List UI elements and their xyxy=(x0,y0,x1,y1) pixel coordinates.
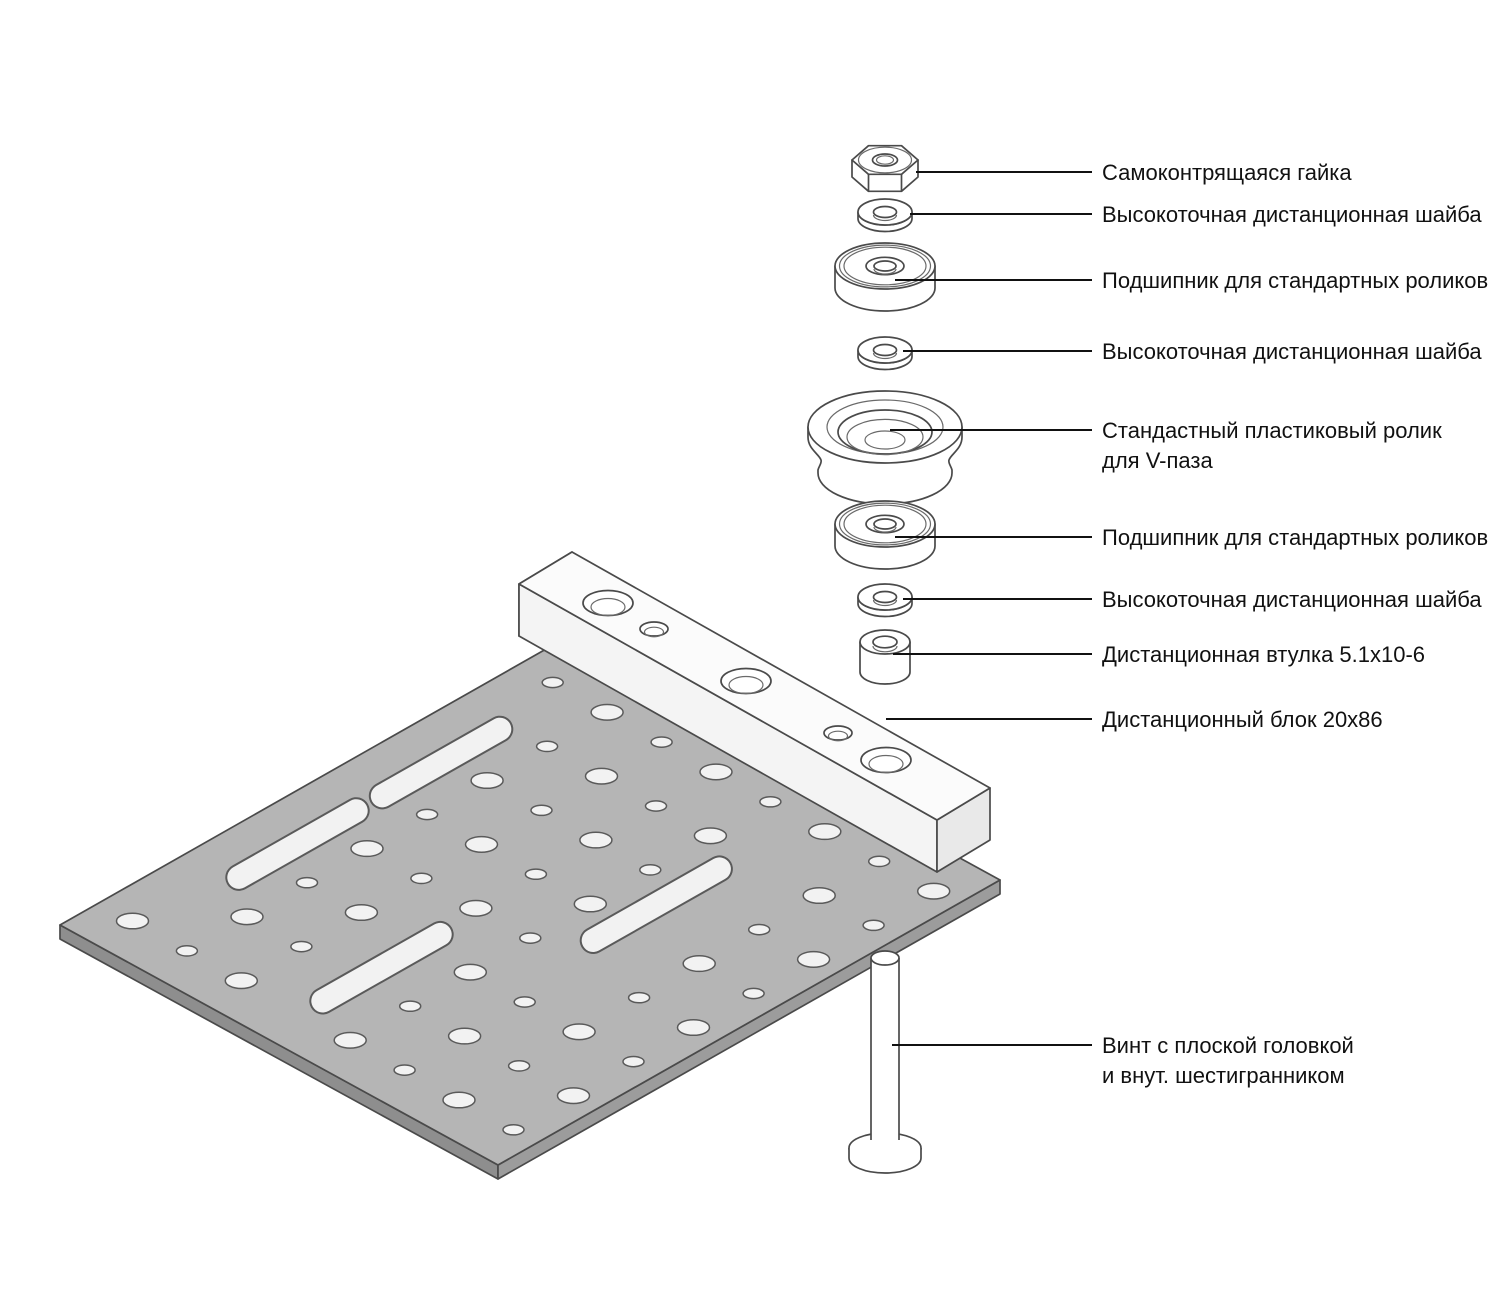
bearing-2 xyxy=(834,500,936,570)
label-v-slot-roller-line2: для V-паза xyxy=(1102,448,1213,473)
screw-shaft-top xyxy=(870,950,900,966)
label-spacer-washer-3: Высокоточная дистанционная шайба xyxy=(1102,587,1482,612)
leader-lines xyxy=(886,171,1092,1046)
label-flat-head-screw-line1: Винт с плоской головкой xyxy=(1102,1033,1354,1058)
label-bearing-1: Подшипник для стандартных роликов xyxy=(1102,268,1488,293)
label-spacer-washer-2: Высокоточная дистанционная шайба xyxy=(1102,339,1482,364)
label-flat-head-screw-line2: и внут. шестигранником xyxy=(1102,1063,1345,1088)
spacer-bushing xyxy=(859,629,911,685)
spacer-block xyxy=(518,551,991,873)
v-slot-roller xyxy=(807,390,963,505)
label-lock-nut: Самоконтрящаяся гайка xyxy=(1102,160,1352,185)
label-spacer-bushing: Дистанционная втулка 5.1x10-6 xyxy=(1102,642,1425,667)
base-plate-holes xyxy=(115,676,951,1136)
label-spacer-block: Дистанционный блок 20x86 xyxy=(1102,707,1383,732)
spacer-washer-3 xyxy=(857,583,913,618)
label-v-slot-roller-line1: Стандастный пластиковый ролик xyxy=(1102,418,1442,443)
spacer-block-holes xyxy=(582,589,912,774)
screw-shaft-fill xyxy=(871,958,899,1144)
screw-head-side xyxy=(848,1148,922,1174)
spacer-washer-1 xyxy=(857,198,913,233)
part-labels: Самоконтрящаяся гайка Высокоточная диста… xyxy=(1102,160,1488,1088)
flat-head-screw xyxy=(848,950,922,1174)
label-bearing-2: Подшипник для стандартных роликов xyxy=(1102,525,1488,550)
lock-nut xyxy=(851,144,919,193)
bearing-1 xyxy=(834,242,936,312)
spacer-washer-2 xyxy=(857,336,913,371)
base-plate-slots xyxy=(225,715,733,1015)
label-spacer-washer-1: Высокоточная дистанционная шайба xyxy=(1102,202,1482,227)
